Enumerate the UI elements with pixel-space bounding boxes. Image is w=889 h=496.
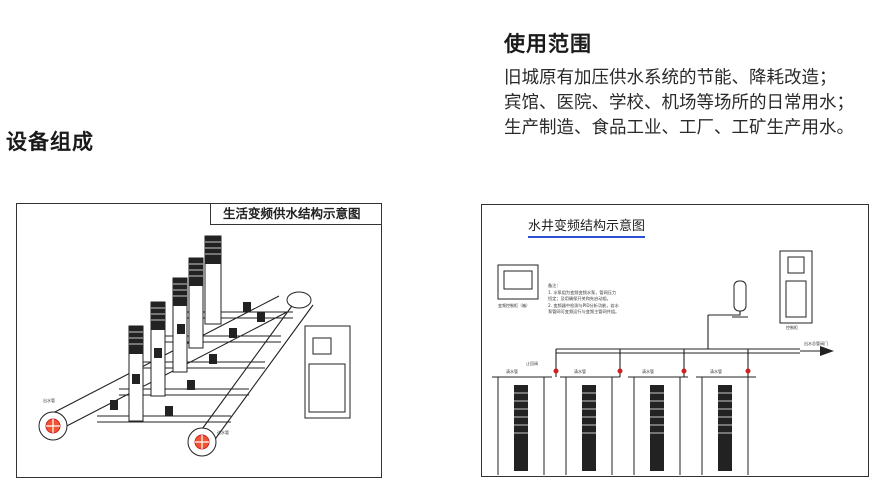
well-label: 清水管 <box>710 368 722 374</box>
note-line: 恒定；及用确保开关和先启动组。 <box>548 296 611 301</box>
note-line: 备注： <box>548 283 561 288</box>
usage-line: 旧城原有加压供水系统的节能、降耗改造； <box>504 68 837 88</box>
well-system-drawing: 变频控制柜（箱） 控制柜 出水总管阀门 <box>492 250 834 475</box>
control-panel-label: 变频控制柜（箱） <box>498 302 530 308</box>
flow-arrow-icon <box>820 346 834 356</box>
outlet-label: 出水总管阀门 <box>804 340 828 346</box>
note-line: 2. 变频器中检测与PID分析功能，若水 <box>548 302 619 308</box>
usage-line: 宾馆、医院、学校、机场等场所的日常用水； <box>504 93 854 113</box>
booster-pump-diagram: 生活变频供水结构示意图 <box>16 203 382 478</box>
well-label: 清水管 <box>574 368 586 374</box>
valve-label: 止回阀 <box>526 360 538 366</box>
cabinet-label: 控制柜 <box>786 324 798 330</box>
note-line: 泵管网可变频运行与变频主管网共组。 <box>548 309 620 314</box>
diagram-note: 备注： 1. 水泵组为变频变频水泵，管网压力 恒定；及用确保开关和先启动组。 2… <box>548 283 698 316</box>
usage-title: 使用范围 <box>504 31 592 56</box>
well-label: 清水管 <box>642 368 654 374</box>
note-line: 1. 水泵组为变频变频水泵，管网压力 <box>548 289 617 295</box>
pump-station-drawing: 出水管 进水管 <box>38 235 351 457</box>
well-label: 清水管 <box>506 368 518 374</box>
inlet-pipe-label: 进水管 <box>217 429 229 435</box>
usage-list: 旧城原有加压供水系统的节能、降耗改造； 宾馆、医院、学校、机场等场所的日常用水；… <box>504 66 854 141</box>
diagram-title: 生活变频供水结构示意图 <box>210 204 382 225</box>
usage-line: 生产制造、食品工业、工厂、工矿生产用水。 <box>504 118 854 138</box>
equipment-title: 设备组成 <box>6 129 94 154</box>
outlet-pipe-label: 出水管 <box>43 397 55 403</box>
diagram-title: 水井变频结构示意图 <box>528 219 646 238</box>
well-pump-diagram: 变频控制柜（箱） 控制柜 出水总管阀门 <box>481 204 869 477</box>
